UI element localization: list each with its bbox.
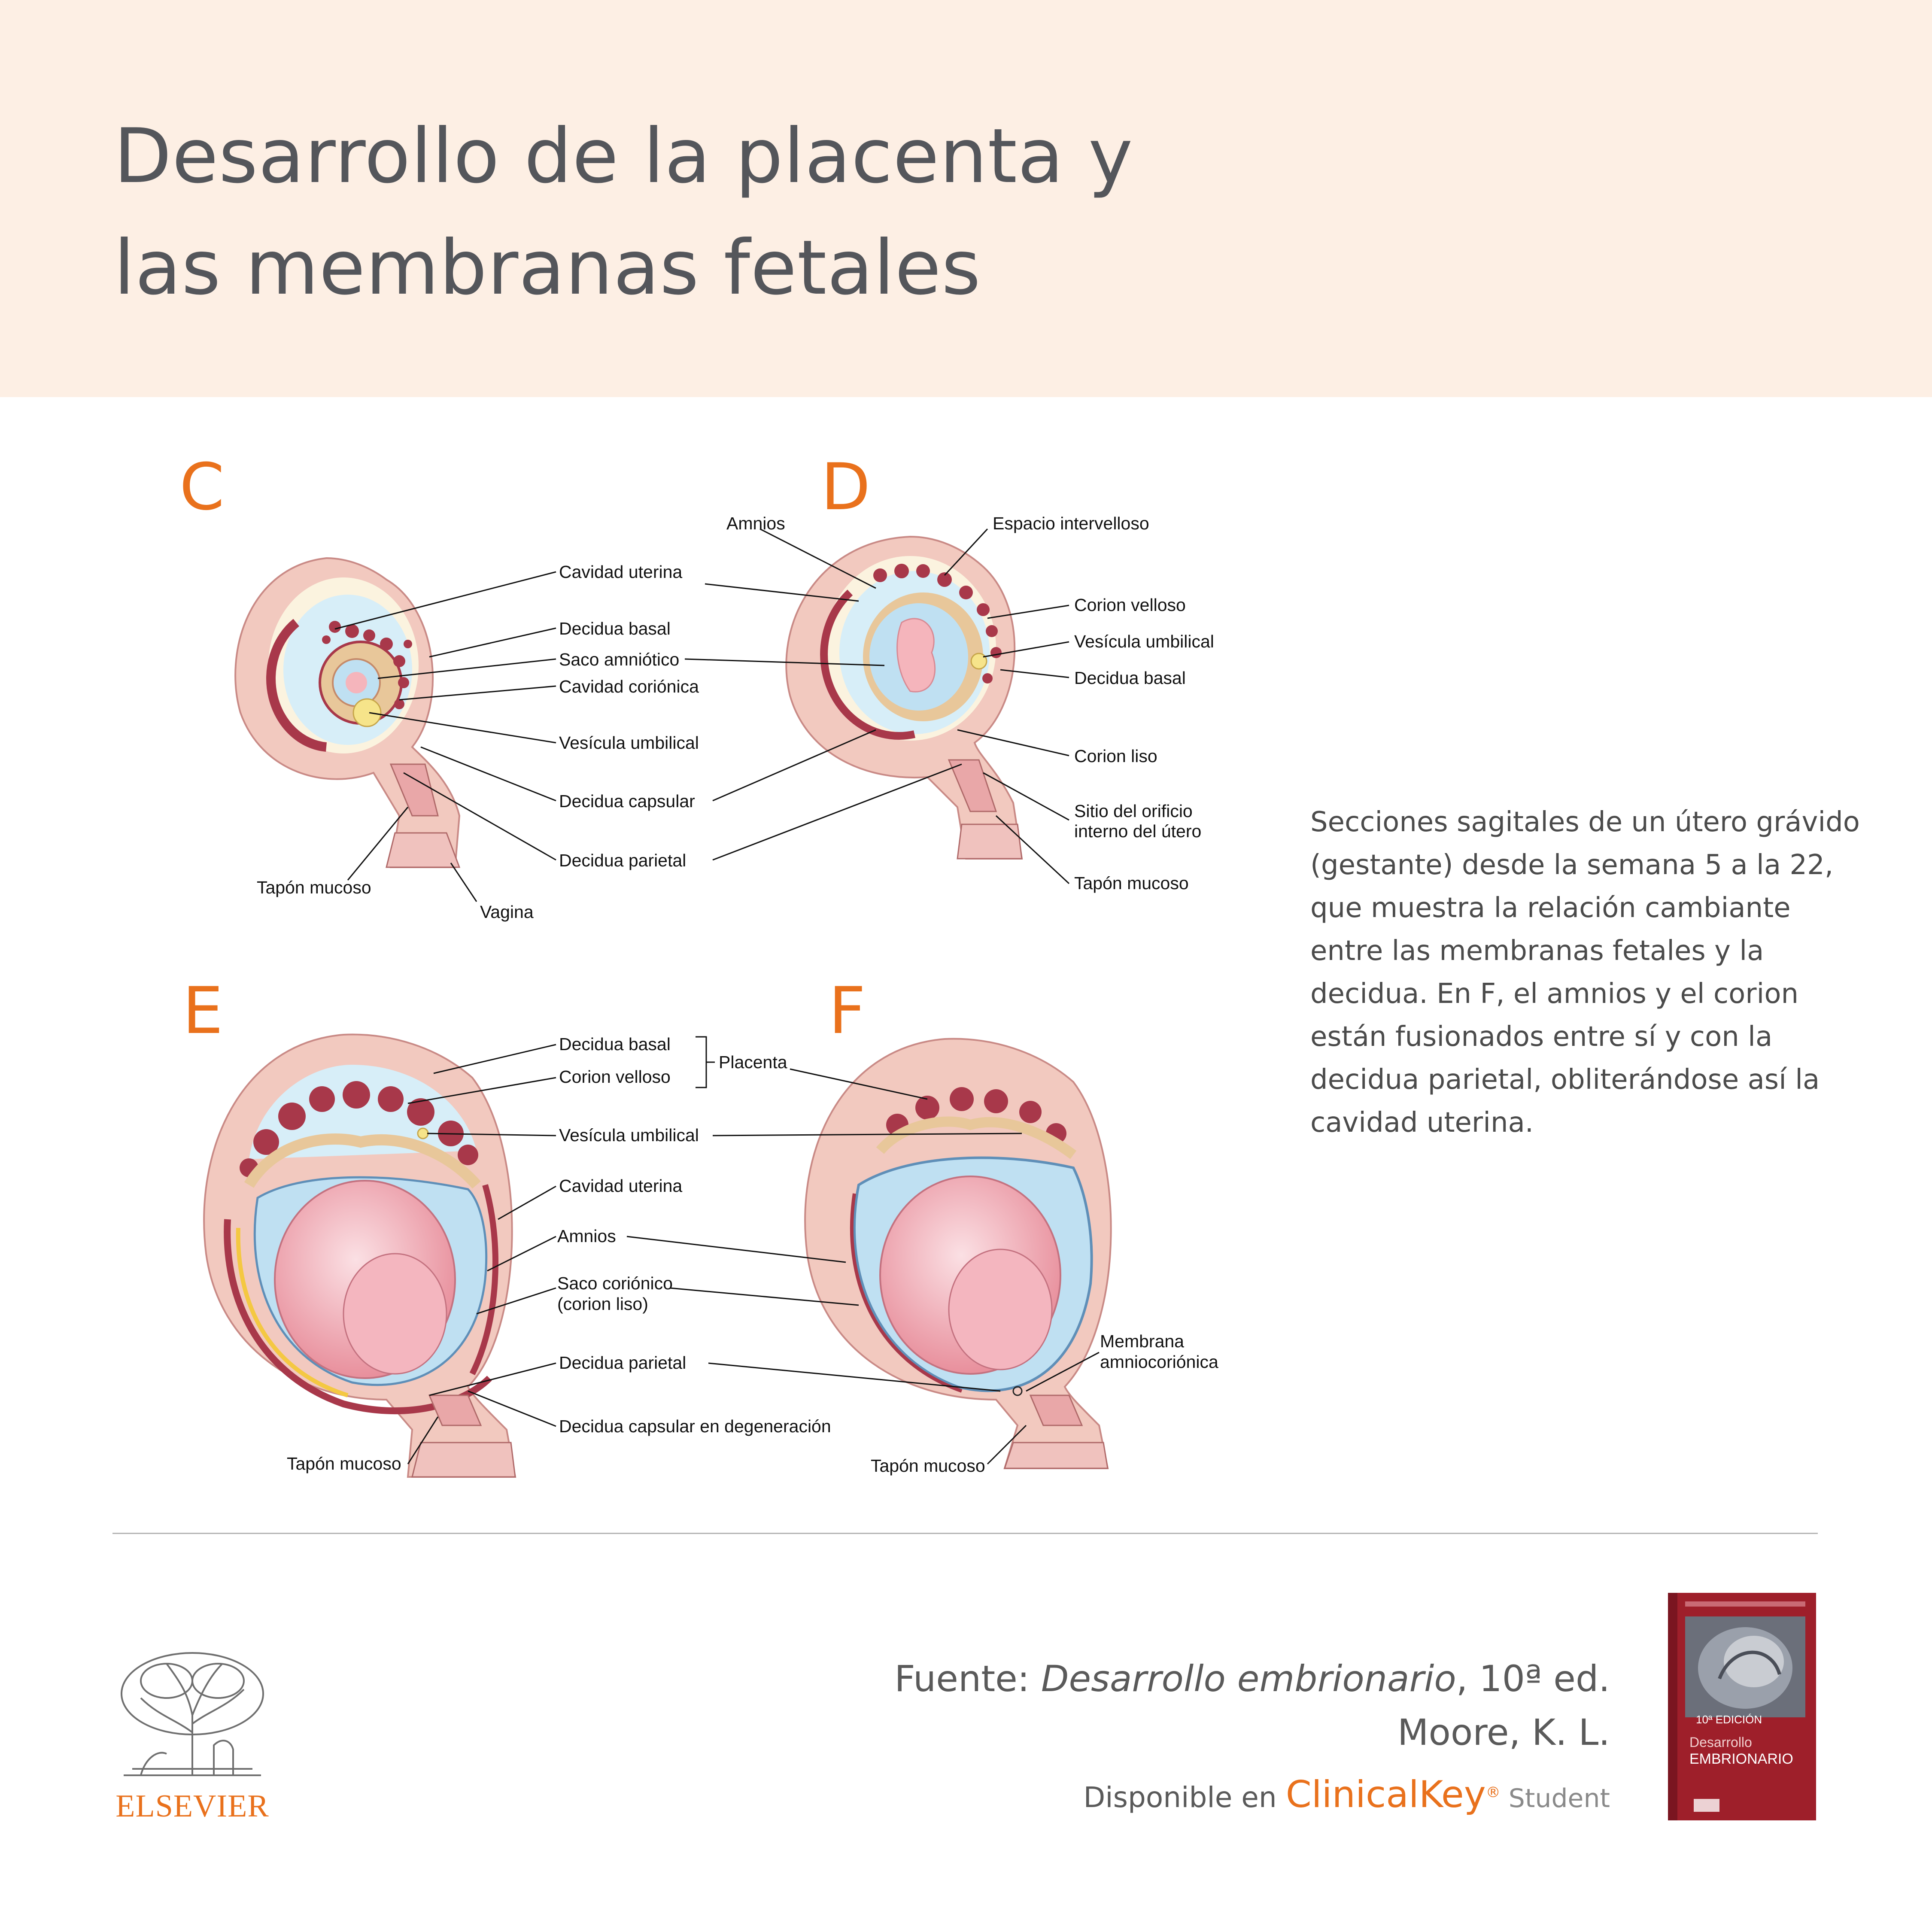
source-prefix: Fuente: — [894, 1658, 1041, 1700]
availability-line: Disponible en ClinicalKey® Student — [665, 1771, 1610, 1820]
label-c-decidua-capsular: Decidua capsular — [559, 791, 695, 811]
clinicalkey-student: Student — [1501, 1783, 1610, 1814]
label-c-tapon-mucoso: Tapón mucoso — [257, 877, 371, 898]
source-author: Moore, K. L. — [665, 1709, 1610, 1756]
label-c-saco-amniotico: Saco amniótico — [559, 649, 679, 670]
book-cover — [1668, 1593, 1823, 1825]
label-f-membrana-2: amniocoriónica — [1100, 1352, 1218, 1372]
label-e-tapon-mucoso: Tapón mucoso — [287, 1453, 401, 1474]
label-e-placenta: Placenta — [719, 1052, 787, 1072]
label-c-cavidad-corionica: Cavidad coriónica — [559, 676, 699, 697]
label-e-cavidad-uterina: Cavidad uterina — [559, 1176, 682, 1196]
label-d-amnios: Amnios — [726, 513, 785, 534]
book-title-line-1: Desarrollo — [1689, 1735, 1752, 1750]
description-text: Secciones sagitales de un útero grávido … — [1310, 801, 1868, 1144]
source-book-title: Desarrollo embrionario — [1041, 1658, 1456, 1700]
source-edition: , 10ª ed. — [1456, 1658, 1610, 1700]
label-d-decidua-basal: Decidua basal — [1074, 668, 1186, 688]
label-e-corion-velloso: Corion velloso — [559, 1066, 671, 1087]
label-d-corion-liso: Corion liso — [1074, 746, 1157, 766]
label-f-tapon-mucoso: Tapón mucoso — [871, 1455, 985, 1476]
label-c-decidua-basal: Decidua basal — [559, 618, 671, 639]
label-d-sitio-orificio-2: interno del útero — [1074, 821, 1201, 841]
clinicalkey-reg: ® — [1486, 1784, 1501, 1801]
panel-e-illustration — [204, 1035, 515, 1477]
elsevier-tree-logo — [115, 1646, 270, 1784]
divider — [112, 1533, 1818, 1534]
label-e-amnios: Amnios — [557, 1226, 616, 1246]
label-e-decidua-basal: Decidua basal — [559, 1034, 671, 1054]
book-edition-mark: 10ª EDICIÓN — [1696, 1713, 1762, 1726]
panel-d-illustration — [786, 537, 1022, 859]
available-prefix: Disponible en — [1083, 1781, 1285, 1814]
label-d-tapon-mucoso: Tapón mucoso — [1074, 873, 1189, 893]
label-c-vesicula-umbilical: Vesícula umbilical — [559, 732, 699, 753]
label-c-cavidad-uterina: Cavidad uterina — [559, 562, 682, 582]
label-e-vesicula-umbilical: Vesícula umbilical — [559, 1125, 699, 1145]
source-line: Fuente: Desarrollo embrionario, 10ª ed. — [665, 1655, 1610, 1702]
label-e-decidua-capsular-degeneracion: Decidua capsular en degeneración — [559, 1416, 831, 1437]
label-e-saco-corionico-2: (corion liso) — [557, 1294, 648, 1314]
label-d-sitio-orificio-1: Sitio del orificio — [1074, 801, 1193, 821]
label-c-vagina: Vagina — [480, 902, 534, 922]
label-d-espacio-intervelloso: Espacio intervelloso — [993, 513, 1149, 534]
label-d-vesicula-umbilical: Vesícula umbilical — [1074, 631, 1214, 652]
label-f-membrana-1: Membrana — [1100, 1331, 1184, 1352]
clinicalkey-brand[interactable]: ClinicalKey — [1286, 1773, 1486, 1816]
panel-f-illustration — [805, 1039, 1111, 1468]
elsevier-wordmark: ELSEVIER — [115, 1788, 270, 1825]
label-e-decidua-parietal: Decidua parietal — [559, 1352, 686, 1373]
book-title-line-2: EMBRIONARIO — [1689, 1751, 1793, 1768]
label-c-decidua-parietal: Decidua parietal — [559, 850, 686, 871]
label-e-saco-corionico-1: Saco coriónico — [557, 1273, 673, 1294]
panel-c-illustration — [235, 558, 459, 867]
label-d-corion-velloso: Corion velloso — [1074, 595, 1186, 615]
